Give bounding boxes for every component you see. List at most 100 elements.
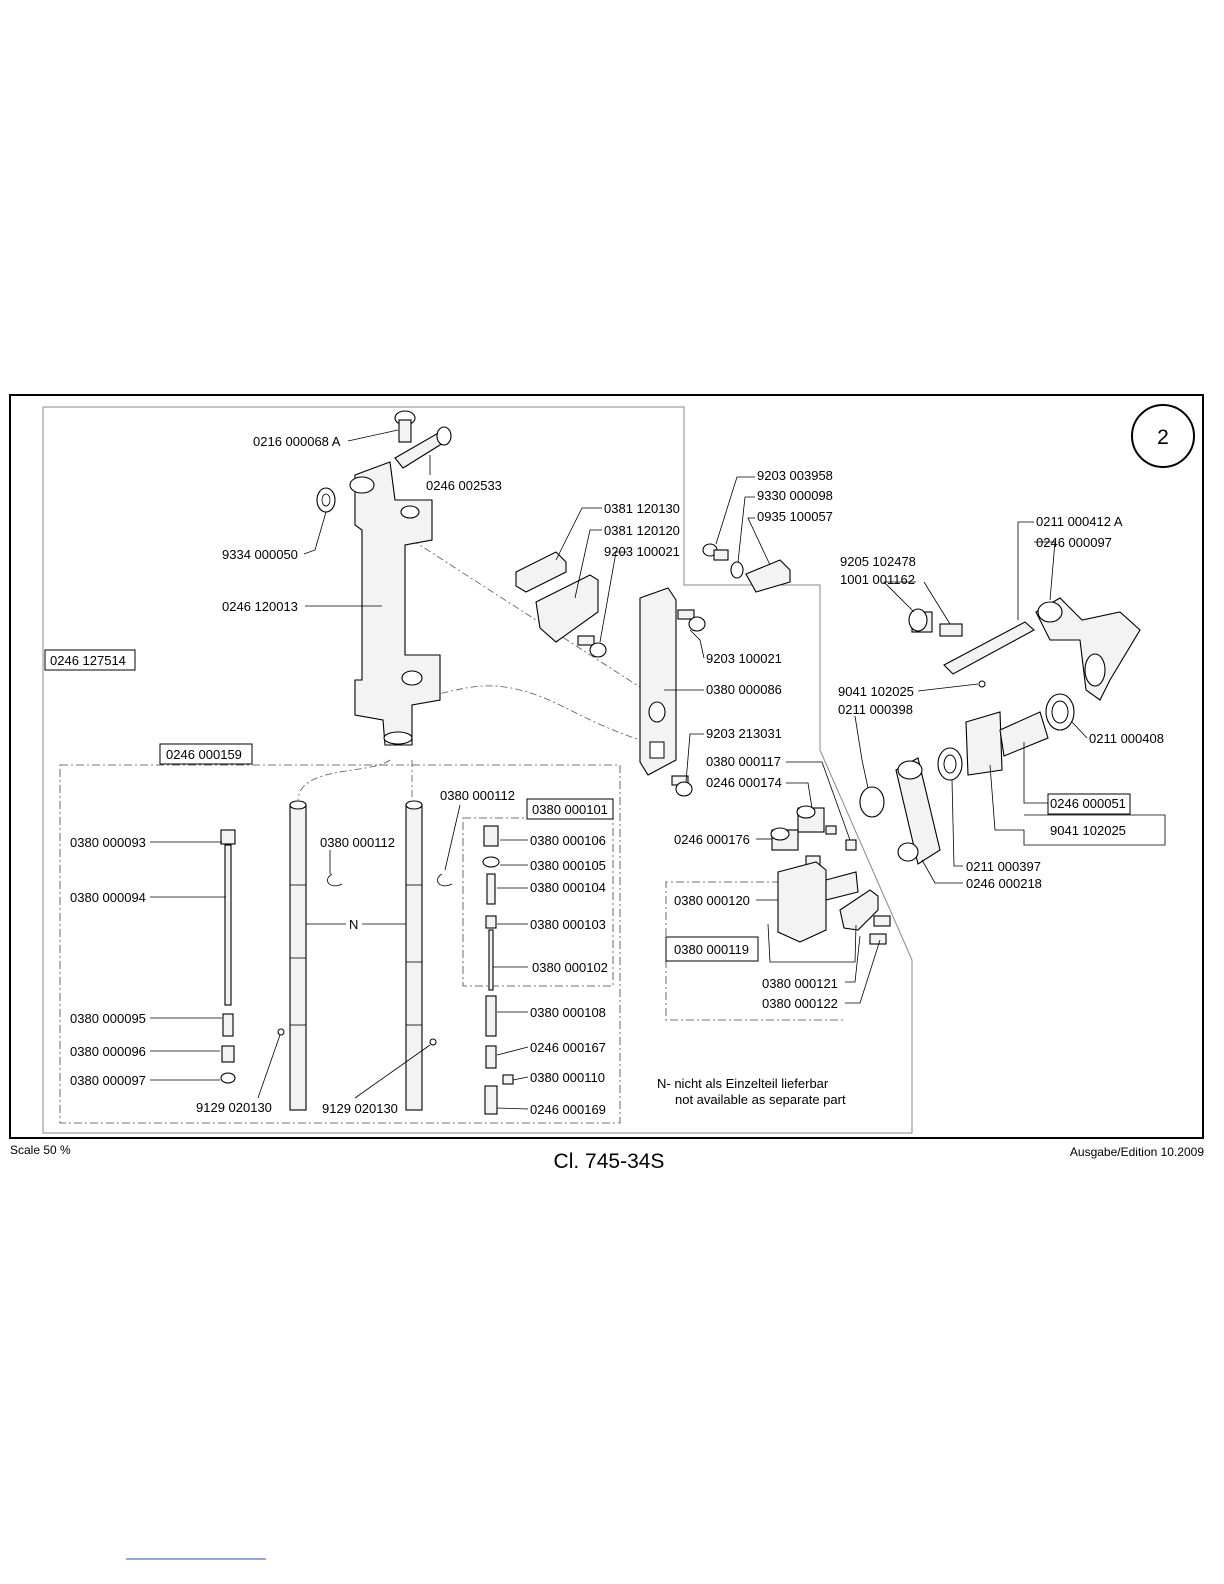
label-0246000167: 0246 000167: [530, 1040, 606, 1055]
label-0380000102: 0380 000102: [532, 960, 608, 975]
rod-stack-left: [220, 829, 236, 1084]
bracket-0381120120: [535, 574, 599, 643]
screw-9203213031: [671, 775, 693, 797]
label-0380000108: 0380 000108: [530, 1005, 606, 1020]
label-0380000095: 0380 000095: [70, 1011, 146, 1026]
assembly-frame-main: [42, 406, 913, 1134]
label-0380000086: 0380 000086: [706, 682, 782, 697]
label-0246002533: 0246 002533: [426, 478, 502, 493]
center-line-2: [411, 685, 641, 741]
label-0380000096: 0380 000096: [70, 1044, 146, 1059]
box-0380000101: [526, 798, 614, 820]
label-0380000104: 0380 000104: [530, 880, 606, 895]
label-9203100021-a: 9203 100021: [604, 544, 680, 559]
label-0380000093: 0380 000093: [70, 835, 146, 850]
ball-left: [277, 1028, 285, 1036]
label-0380000121: 0380 000121: [762, 976, 838, 991]
screw-9203100021-b: [677, 609, 706, 632]
shaft-left: [289, 800, 307, 1111]
screw-9203003958: [702, 543, 729, 561]
label-0246127514: 0246 127514: [50, 653, 126, 668]
shaft-right: [405, 800, 423, 1111]
label-0380000117: 0380 000117: [706, 754, 781, 769]
label-0380000112-a: 0380 000112: [320, 835, 395, 850]
label-9203213031: 9203 213031: [706, 726, 782, 741]
clamp-0246000176: [770, 827, 821, 867]
label-0246120013: 0246 120013: [222, 599, 298, 614]
label-0380000101: 0380 000101: [532, 802, 608, 817]
label-1001001162: 1001 001162: [840, 572, 915, 587]
note-english: not available as separate part: [675, 1092, 846, 1107]
note-german: N- nicht als Einzelteil lieferbar: [657, 1076, 829, 1091]
screws-0380000122: [869, 915, 891, 945]
label-9203100021-b: 9203 100021: [706, 651, 782, 666]
label-0380000119: 0380 000119: [674, 942, 749, 957]
label-0380000112-b: 0380 000112: [440, 788, 515, 803]
crank-0246000051: [965, 711, 1049, 776]
box-0380000119: [665, 936, 759, 962]
clamp-0246000174: [796, 805, 857, 851]
page-number-circle: [1131, 404, 1195, 468]
screw-0216000068: [394, 410, 416, 443]
label-0380000120: 0380 000120: [674, 893, 750, 908]
label-0381120130: 0381 120130: [604, 501, 680, 516]
sheet-title: Cl. 745-34S: [554, 1150, 665, 1173]
leader-lines: [150, 429, 1166, 1110]
label-9330000098: 9330 000098: [757, 488, 833, 503]
label-0246000159: 0246 000159: [166, 747, 242, 762]
label-0935100057: 0935 100057: [757, 509, 833, 524]
bushing-9205102478: [908, 608, 963, 637]
bearing-0211000408: [1045, 693, 1075, 731]
edition-label: Ausgabe/Edition 10.2009: [1070, 1145, 1204, 1159]
label-0211000408: 0211 000408: [1089, 731, 1164, 746]
label-0211000412A: 0211 000412 A: [1036, 514, 1123, 529]
label-0246000097: 0246 000097: [1036, 535, 1112, 550]
pin-0246002533: [394, 426, 452, 469]
label-0246000169: 0246 000169: [530, 1102, 606, 1117]
label-9203003958: 9203 003958: [757, 468, 833, 483]
label-0380000094: 0380 000094: [70, 890, 146, 905]
plug-9041102025: [859, 786, 885, 818]
washer-9330000098: [730, 561, 744, 579]
label-0211000398: 0211 000398: [838, 702, 913, 717]
center-line-1: [411, 539, 661, 701]
circlip-left: [327, 873, 343, 887]
label-9334000050: 9334 000050: [222, 547, 298, 562]
scale-label: Scale 50 %: [10, 1143, 71, 1157]
label-0246000218: 0246 000218: [966, 876, 1042, 891]
bar-0246120013: [349, 461, 441, 746]
center-line-3: [297, 759, 391, 801]
label-9041102025-b: 9041 102025: [1050, 823, 1126, 838]
ball-right: [429, 1038, 437, 1046]
label-0246000051: 0246 000051: [1050, 796, 1126, 811]
label-9129020130-a: 9129 020130: [196, 1100, 272, 1115]
label-0246000176: 0246 000176: [674, 832, 750, 847]
bearing-0211000397: [937, 747, 963, 781]
label-0380000103: 0380 000103: [530, 917, 606, 932]
label-0380000106: 0380 000106: [530, 833, 606, 848]
assembly-frame-0246000159: [59, 764, 621, 1124]
page-number: 2: [1157, 426, 1169, 449]
label-0216000068A: 0216 000068 A: [253, 434, 341, 449]
bracket-0380000121: [839, 889, 879, 931]
bracket-0381120130: [515, 551, 567, 593]
label-0246000174: 0246 000174: [706, 775, 782, 790]
screw-9203100021-a: [577, 635, 607, 658]
plate-0380000086: [639, 587, 677, 776]
link-0246000218: [895, 757, 941, 865]
label-9205102478: 9205 102478: [840, 554, 916, 569]
box-0246127514: [44, 649, 136, 671]
label-0380000097: 0380 000097: [70, 1073, 146, 1088]
circlip-right: [437, 873, 453, 887]
n-marker: N: [349, 917, 358, 932]
label-0380000110: 0380 000110: [530, 1070, 605, 1085]
label-0381120120: 0381 120120: [604, 523, 680, 538]
outer-frame: [9, 394, 1204, 1139]
lever-0246000097: [1035, 597, 1141, 701]
rod-stack-right: [482, 825, 514, 1115]
label-0380000105: 0380 000105: [530, 858, 606, 873]
box-0246000051: [1047, 793, 1131, 815]
clamp-0935100057: [745, 559, 791, 593]
label-0211000397: 0211 000397: [966, 859, 1041, 874]
